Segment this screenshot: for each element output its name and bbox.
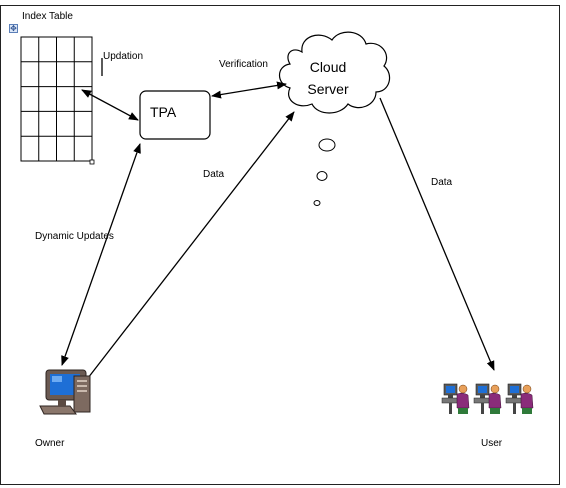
diagram-frame (0, 5, 560, 485)
cloud-server-shape (278, 31, 391, 114)
index-table-grid (20, 36, 93, 162)
bubble-small (313, 200, 321, 206)
label-data-owner-cloud: Data (203, 169, 225, 180)
cloud-label-line1: Cloud (309, 59, 347, 75)
user-person-icon (441, 383, 470, 414)
owner-computer-icon (39, 369, 91, 415)
arrow-verification (211, 81, 287, 99)
label-data-cloud-user: Data (431, 177, 453, 188)
tpa-label: TPA (150, 104, 177, 120)
label-updation: Updation (103, 51, 144, 62)
cloud-label-line2: Server (307, 81, 349, 97)
arrow-data-owner-cloud (87, 111, 295, 379)
index-table-title: Index Table (22, 11, 73, 22)
user-person-icon (473, 383, 502, 414)
label-dynamic-updates: Dynamic Updates (35, 231, 114, 242)
arrow-data-cloud-user (379, 97, 495, 371)
tpa-box (139, 90, 211, 140)
move-handle-icon[interactable]: ✥ (9, 24, 18, 33)
users-at-computers-icon (441, 383, 534, 414)
table-resize-handle (89, 159, 95, 165)
owner-label: Owner (35, 438, 65, 449)
user-person-icon (505, 383, 534, 414)
bubble-medium (316, 171, 328, 181)
user-label: User (481, 438, 503, 449)
arrow-dynamic-updates (61, 143, 141, 366)
label-verification: Verification (219, 59, 268, 70)
bubble-large (318, 138, 336, 152)
arrow-updation (81, 89, 139, 121)
cloud-server-label: Cloud Server (298, 56, 358, 100)
